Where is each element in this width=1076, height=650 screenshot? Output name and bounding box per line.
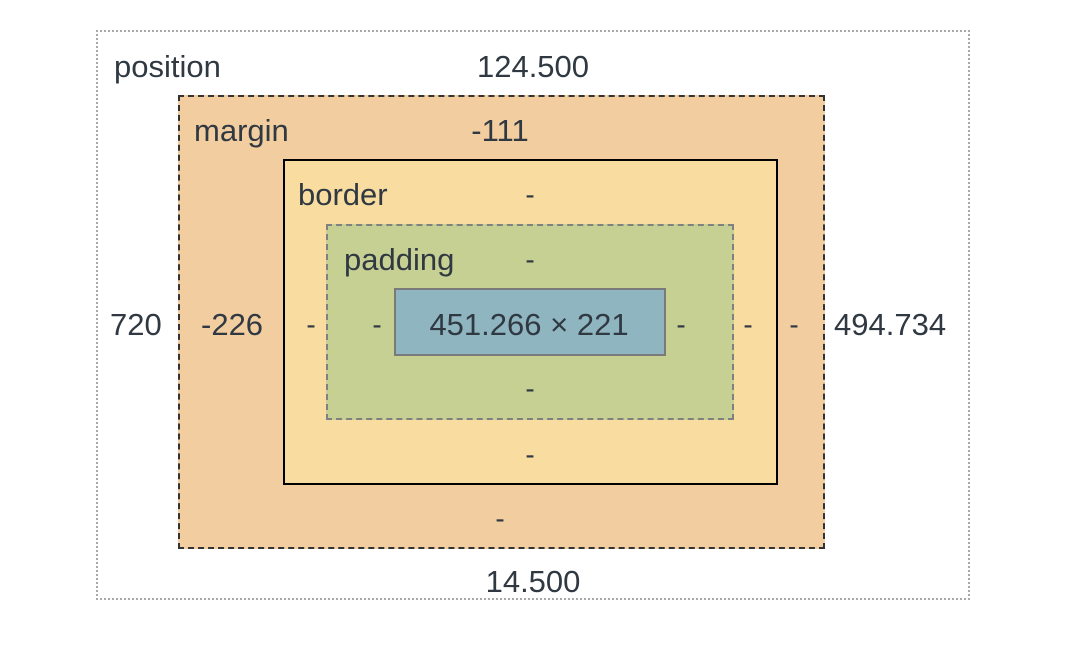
- border-top-value[interactable]: -: [525, 179, 535, 210]
- margin-bottom-value[interactable]: -: [495, 503, 505, 534]
- padding-label: padding: [344, 242, 455, 277]
- content-box: [394, 288, 666, 356]
- border-label: border: [298, 177, 388, 212]
- padding-left-value[interactable]: -: [372, 309, 382, 340]
- border-left-value[interactable]: -: [306, 309, 316, 340]
- position-label: position: [114, 49, 221, 84]
- margin-right-value[interactable]: -: [789, 309, 799, 340]
- border-bottom-value[interactable]: -: [525, 439, 535, 470]
- margin-top-value[interactable]: -111: [471, 113, 529, 148]
- margin-label: margin: [194, 113, 289, 148]
- position-top-value[interactable]: 124.500: [476, 49, 590, 84]
- position-left-value[interactable]: 720: [110, 307, 162, 342]
- padding-bottom-value[interactable]: -: [525, 373, 535, 404]
- content-size[interactable]: 451.266 × 221: [429, 307, 629, 342]
- margin-left-value[interactable]: -226: [201, 307, 264, 342]
- position-right-value[interactable]: 494.734: [834, 307, 947, 342]
- padding-right-value[interactable]: -: [676, 309, 686, 340]
- position-bottom-value[interactable]: 14.500: [485, 564, 581, 599]
- border-right-value[interactable]: -: [743, 309, 753, 340]
- padding-top-value[interactable]: -: [525, 244, 535, 275]
